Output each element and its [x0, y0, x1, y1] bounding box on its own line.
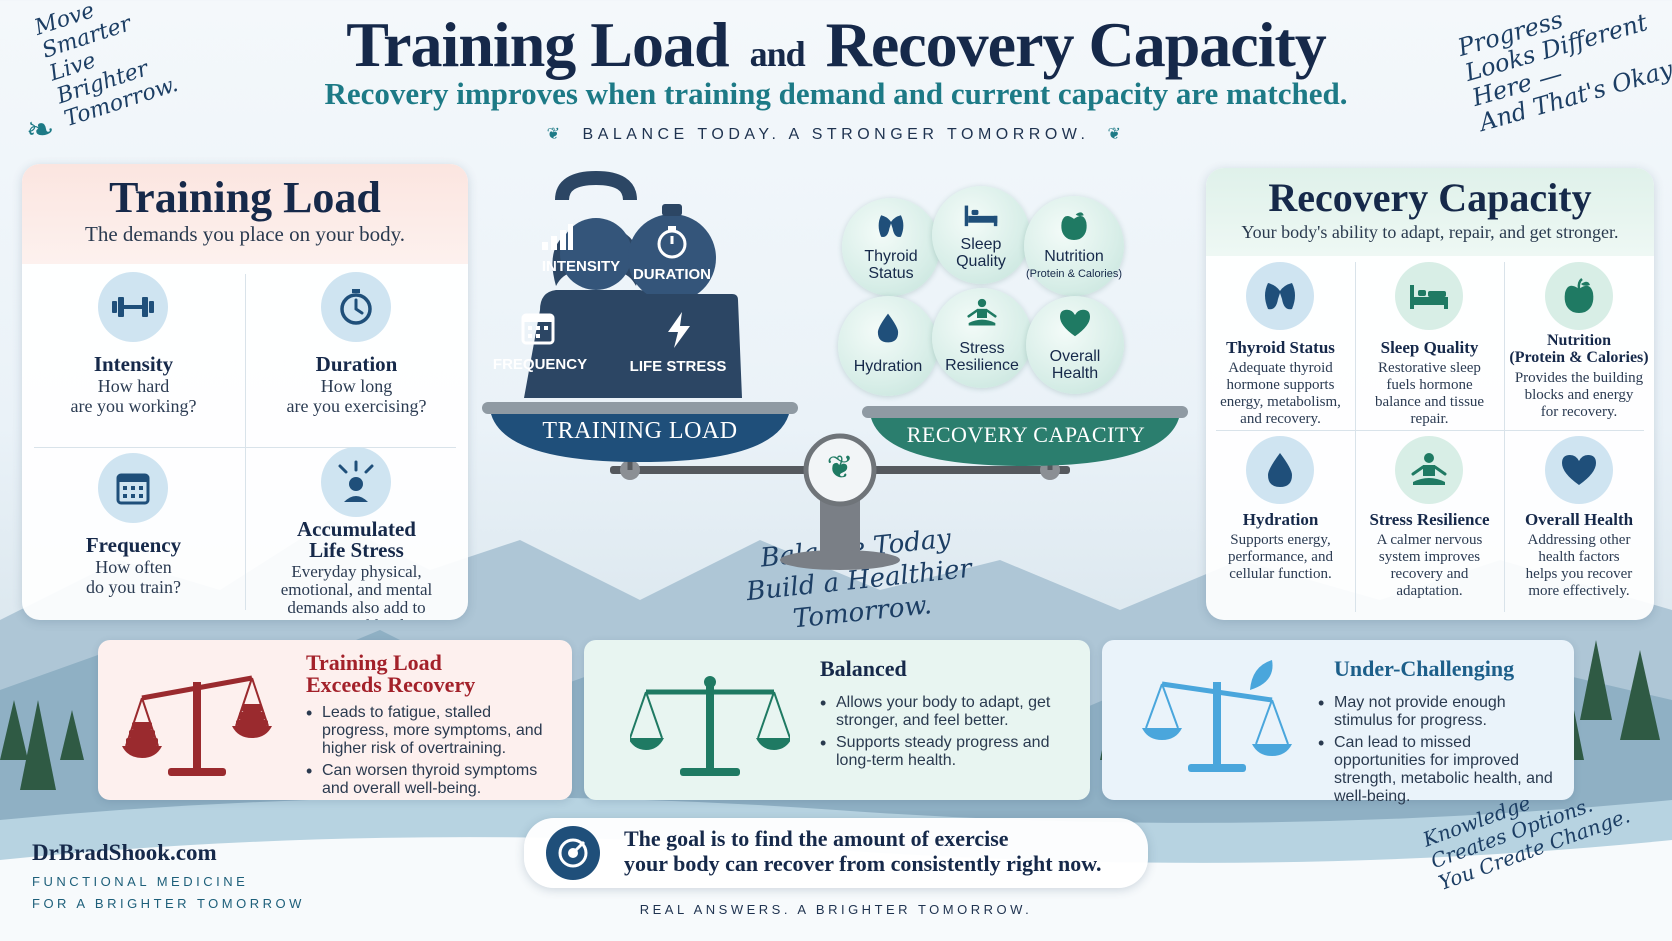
target-icon	[546, 826, 600, 880]
list-item: Can lead to missed opportunities for imp…	[1318, 734, 1562, 806]
balance-scale-illustration: INTENSITY DURATION FREQUENCY LIFE STRESS…	[480, 170, 1200, 570]
training-item-life-stress: Accumulated Life Stress Everyday physica…	[245, 447, 468, 620]
recovery-item-thyroid: Thyroid Status Adequate thyroid hormone …	[1206, 254, 1355, 430]
water-drop-icon	[838, 312, 938, 344]
tilted-scale-icon	[122, 675, 272, 776]
bed-icon	[1395, 262, 1463, 330]
goal-banner: The goal is to find the amount of exerci…	[524, 818, 1148, 888]
meditation-icon	[932, 298, 1032, 328]
outcome-title-balanced: Balanced	[820, 656, 907, 681]
bubble-stress-resilience: Stress Resilience	[932, 288, 1032, 388]
meditation-icon	[1395, 436, 1463, 504]
stress-icon	[321, 447, 391, 517]
list-item: Can worsen thyroid symptoms and overall …	[306, 762, 560, 798]
recovery-item-nutrition: Nutrition (Protein & Calories) Provides …	[1504, 254, 1654, 430]
thyroid-icon	[1246, 262, 1314, 330]
bubble-thyroid: Thyroid Status	[842, 198, 940, 296]
left-pan-label: TRAINING LOAD	[542, 418, 738, 444]
recovery-item-overall-health: Overall Health Addressing other health f…	[1504, 430, 1654, 620]
outcome-bullets-balanced: Allows your body to adapt, get stronger,…	[820, 694, 1070, 774]
recovery-capacity-panel: Recovery Capacity Your body's ability to…	[1206, 168, 1654, 620]
apple-icon	[1024, 208, 1124, 242]
recovery-capacity-subtitle: Your body's ability to adapt, repair, an…	[1241, 222, 1619, 242]
footer-line-2: FOR A BRIGHTER TOMORROW	[32, 896, 305, 911]
outcome-bullets-exceeds: Leads to fatigue, stalled progress, more…	[306, 704, 560, 802]
outcome-bullets-under: May not provide enough stimulus for prog…	[1318, 694, 1562, 810]
calendar-icon	[98, 453, 168, 523]
leaf-icon: ❧	[26, 112, 55, 149]
leaf-icon: ❦	[546, 126, 565, 143]
weight-intensity-label: INTENSITY	[541, 258, 621, 275]
outcome-card-exceeds: Training Load Exceeds Recovery Leads to …	[98, 640, 572, 800]
training-load-subtitle: The demands you place on your body.	[85, 222, 405, 246]
footer-center: REAL ANSWERS. A BRIGHTER TOMORROW.	[639, 902, 1033, 917]
lightning-icon	[668, 312, 690, 348]
bar-chart-icon	[542, 224, 573, 250]
tilted-scale-icon	[1142, 660, 1292, 772]
training-load-panel: Training Load The demands you place on y…	[22, 164, 468, 620]
tagline: ❦BALANCE TODAY. A STRONGER TOMORROW.❦	[546, 126, 1126, 143]
site-name: DrBradShook.com	[32, 840, 217, 865]
footer-line-1: FUNCTIONAL MEDICINE	[32, 874, 249, 889]
weight-frequency-label: FREQUENCY	[492, 356, 588, 373]
stopwatch-icon	[321, 272, 391, 342]
calendar-icon	[521, 313, 555, 345]
bubble-nutrition: Nutrition (Protein & Calories)	[1024, 196, 1124, 296]
list-item: May not provide enough stimulus for prog…	[1318, 694, 1562, 730]
outcome-title-exceeds: Training Load Exceeds Recovery	[306, 650, 476, 697]
weight-life-stress-label: LIFE STRESS	[629, 358, 727, 375]
right-pan-label: RECOVERY CAPACITY	[906, 422, 1146, 447]
thyroid-icon	[842, 212, 940, 240]
stopwatch-icon	[657, 226, 687, 259]
recovery-item-sleep: Sleep Quality Restorative sleep fuels ho…	[1355, 254, 1504, 430]
leaf-icon: ❦	[826, 449, 854, 485]
training-item-duration: Duration How long are you exercising?	[245, 260, 468, 446]
bubble-hydration: Hydration	[838, 296, 938, 396]
scale-structure	[482, 170, 1188, 570]
heart-icon	[1026, 308, 1124, 338]
page-subtitle: Recovery improves when training demand a…	[324, 76, 1348, 111]
heart-icon	[1545, 436, 1613, 504]
dumbbell-icon	[98, 272, 168, 342]
page-title: Training Load and Recovery Capacity	[346, 9, 1327, 80]
list-item: Allows your body to adapt, get stronger,…	[820, 694, 1070, 730]
training-load-title: Training Load	[109, 173, 381, 222]
outcome-card-balanced: Balanced Allows your body to adapt, get …	[584, 640, 1090, 800]
leaf-icon: ❦	[1107, 126, 1126, 143]
recovery-capacity-title: Recovery Capacity	[1268, 175, 1592, 220]
training-item-frequency: Frequency How often do you train?	[22, 447, 245, 620]
list-item: Supports steady progress and long-term h…	[820, 734, 1070, 770]
outcome-title-under: Under-Challenging	[1334, 656, 1515, 681]
water-drop-icon	[1246, 436, 1314, 504]
bubble-sleep: Sleep Quality	[932, 186, 1030, 284]
apple-icon	[1545, 262, 1613, 330]
training-item-intensity: Intensity How hard are you working?	[22, 260, 245, 446]
bed-icon	[932, 202, 1030, 228]
recovery-item-stress-resilience: Stress Resilience A calmer nervous syste…	[1355, 430, 1504, 620]
bubble-overall-health: Overall Health	[1026, 296, 1124, 394]
goal-text: The goal is to find the amount of exerci…	[624, 826, 1102, 876]
weight-duration-label: DURATION	[632, 266, 712, 283]
outcome-card-under: Under-Challenging May not provide enough…	[1102, 640, 1574, 805]
balanced-scale-icon	[630, 676, 790, 776]
recovery-item-hydration: Hydration Supports energy, performance, …	[1206, 430, 1355, 620]
list-item: Leads to fatigue, stalled progress, more…	[306, 704, 560, 758]
